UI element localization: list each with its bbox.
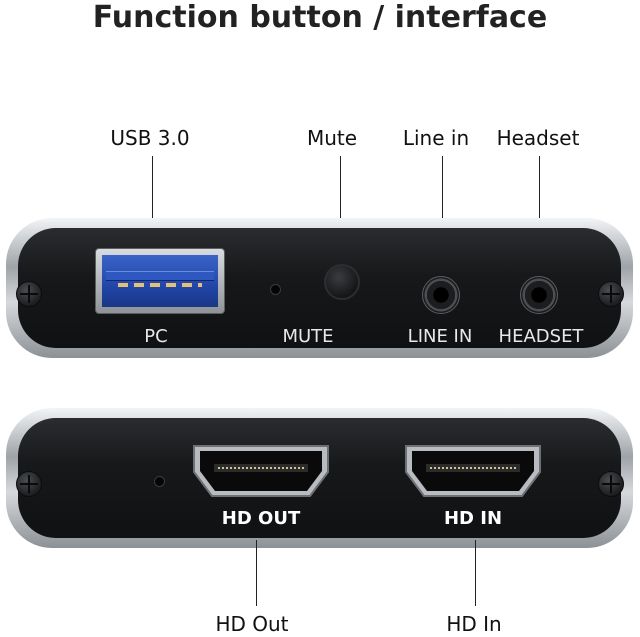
callout-hd-out: HD Out (215, 612, 289, 636)
screw-icon-right-bottom (598, 471, 624, 497)
label-line-in: LINE IN (407, 326, 473, 347)
leader-line-hd-in (475, 540, 476, 606)
leader-line-usb (152, 156, 153, 236)
mute-indicator-led (270, 284, 281, 295)
leader-line-line-in (442, 156, 443, 254)
line-in-jack (422, 276, 460, 314)
screw-icon-left (16, 281, 42, 307)
hdmi-in-port (402, 442, 544, 500)
status-led (154, 476, 165, 487)
page-title: Function button / interface (92, 0, 548, 35)
label-pc: PC (144, 326, 168, 347)
label-mute: MUTE (282, 326, 334, 347)
leader-line-headset (539, 156, 540, 254)
callout-mute: Mute (306, 126, 358, 150)
usb-port (95, 248, 225, 314)
callout-headset: Headset (496, 126, 580, 150)
screw-icon-left-bottom (16, 471, 42, 497)
label-hd-in: HD IN (443, 508, 503, 529)
label-headset: HEADSET (498, 326, 584, 347)
callout-hd-in: HD In (446, 612, 502, 636)
mute-button[interactable] (324, 264, 360, 300)
callout-usb-3: USB 3.0 (110, 126, 190, 150)
label-hd-out: HD OUT (221, 508, 301, 529)
leader-line-hd-out (256, 540, 257, 606)
hdmi-out-port (190, 442, 332, 500)
leader-line-mute (340, 156, 341, 254)
callout-line-in: Line in (402, 126, 470, 150)
headset-jack (520, 276, 558, 314)
screw-icon-right (598, 281, 624, 307)
